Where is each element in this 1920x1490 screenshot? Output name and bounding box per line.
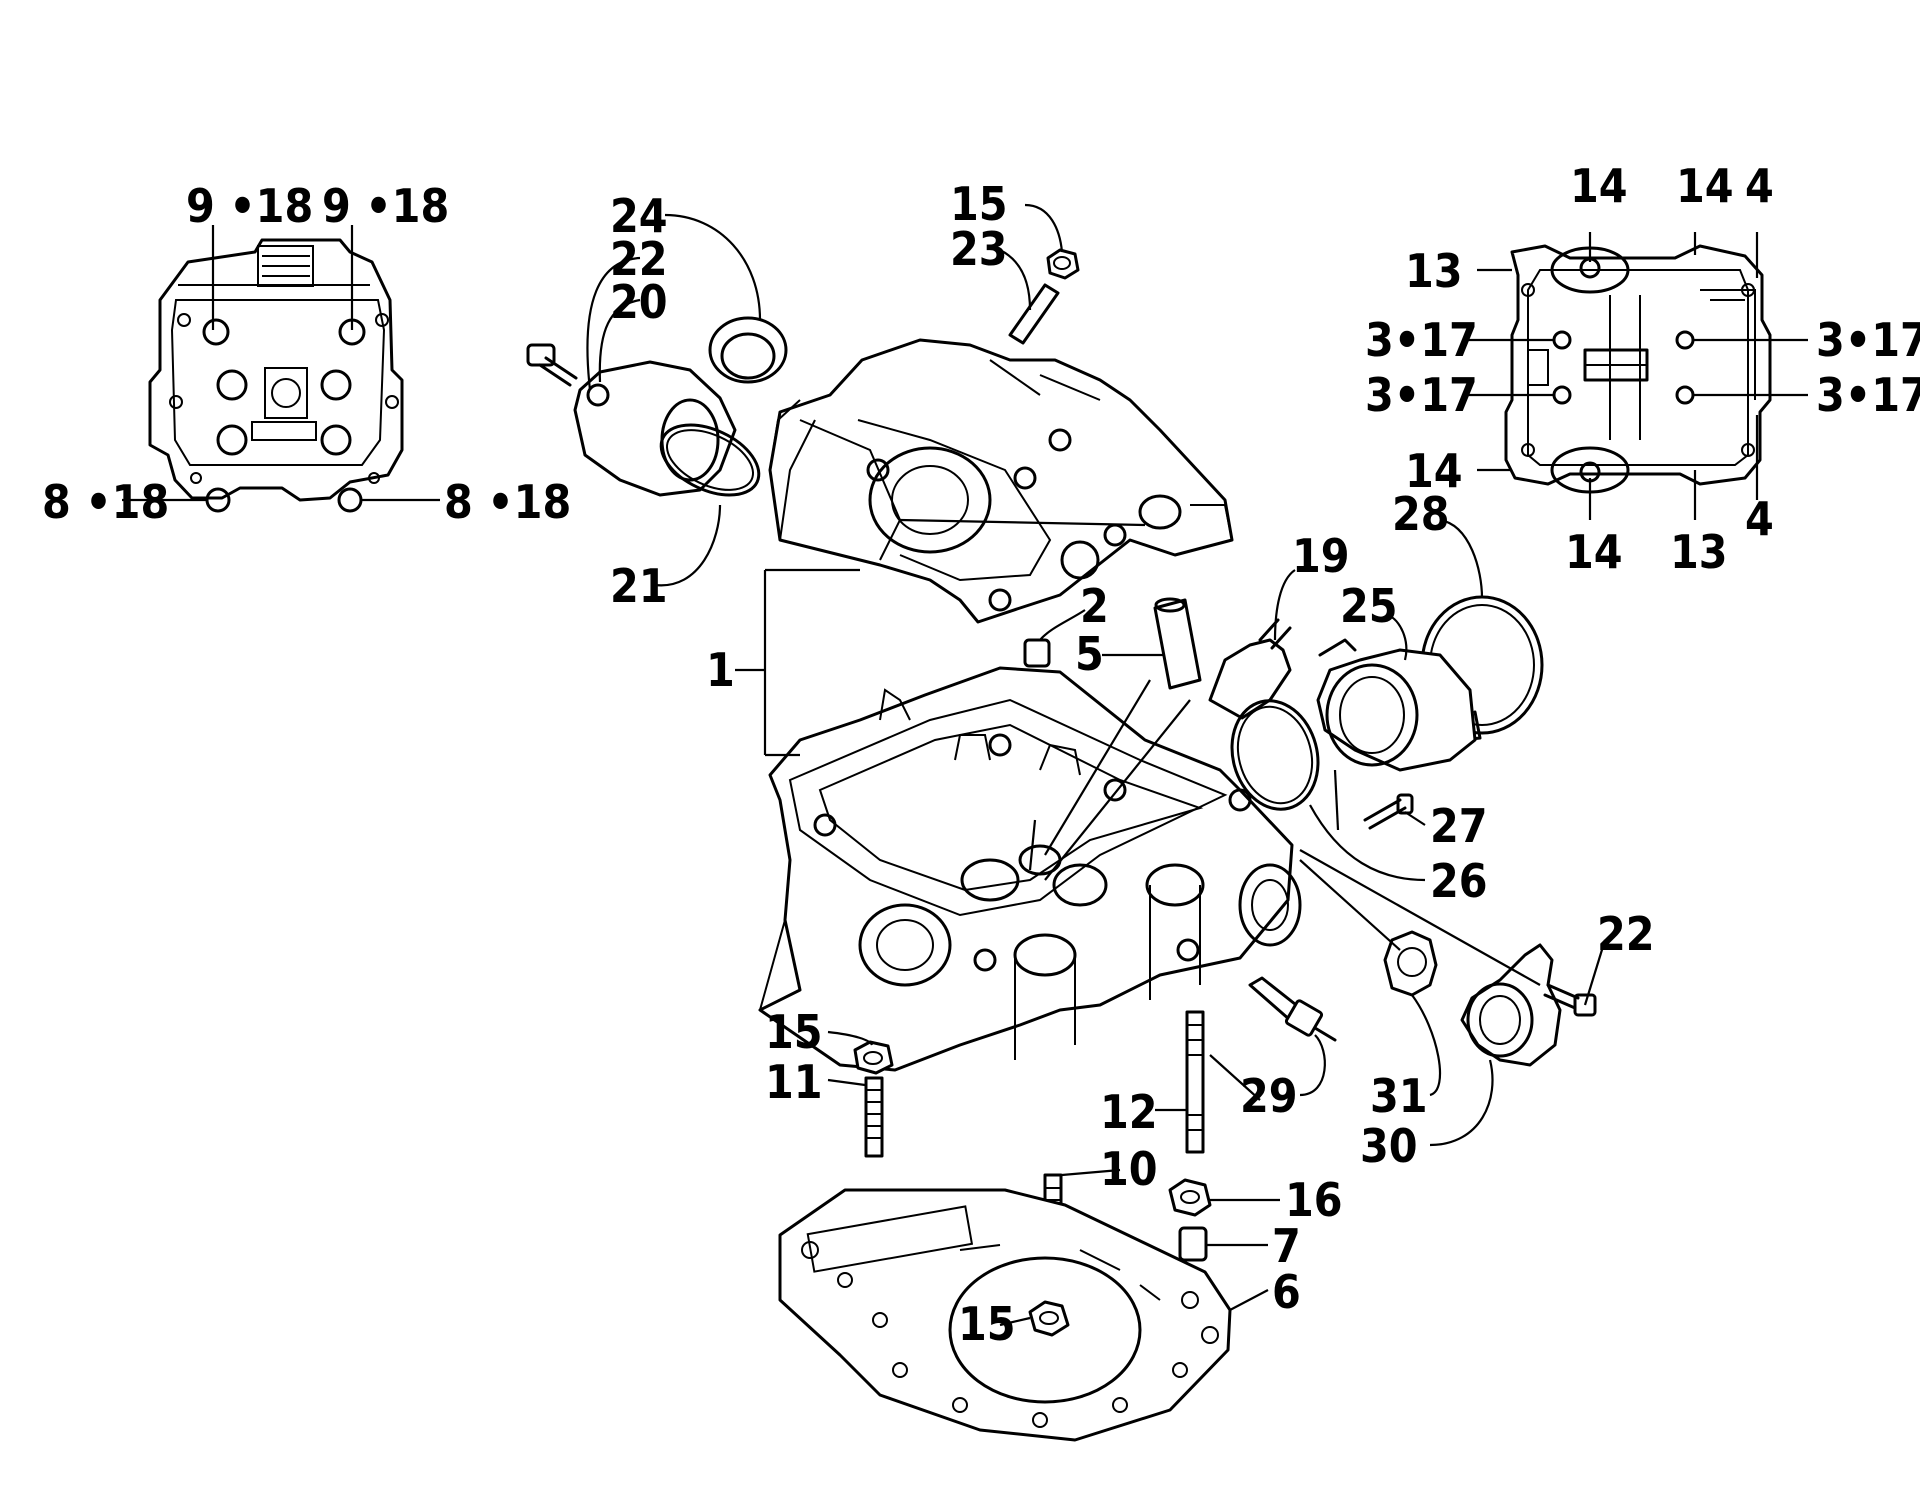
head-top-view-inset — [148, 238, 404, 513]
part-23-stud — [1008, 283, 1060, 345]
part-19-spark-plug — [1208, 618, 1292, 720]
label-4-bottom: 4 — [1745, 492, 1774, 546]
part-26-o-ring — [1230, 699, 1320, 811]
part-25-intake-boot — [1316, 638, 1477, 772]
label-3-17-right-a: 3•17 — [1816, 313, 1920, 367]
part-15-nut-top — [1046, 248, 1080, 280]
part-12-stud — [1185, 1010, 1205, 1154]
cylinder-head — [758, 666, 1302, 1072]
part-15-nut-bottom — [1028, 1300, 1070, 1337]
part-21-o-ring — [659, 423, 761, 497]
label-27: 27 — [1430, 799, 1488, 853]
part-7-dowel — [1178, 1226, 1208, 1262]
label-4-top: 4 — [1745, 159, 1774, 213]
label-19: 19 — [1292, 529, 1350, 583]
label-15-top: 15 — [950, 177, 1008, 231]
label-25: 25 — [1340, 579, 1398, 633]
label-30: 30 — [1360, 1119, 1418, 1173]
label-21: 21 — [610, 559, 668, 613]
part-22-bolt-right — [1543, 983, 1597, 1017]
callout-labels: 9 •18 9 •18 8 •18 8 •18 14 14 4 13 3•17 … — [42, 159, 1920, 1351]
part-29-temp-sensor — [1248, 976, 1337, 1042]
part-16-nut — [1168, 1178, 1212, 1217]
label-3-17-left-b: 3•17 — [1365, 368, 1478, 422]
label-22-top: 22 — [610, 232, 668, 286]
part-24-seal-ring — [708, 316, 788, 384]
part-30-thermostat-housing — [1460, 943, 1562, 1067]
label-9-18-right: 9 •18 — [322, 179, 449, 233]
label-1: 1 — [706, 643, 735, 697]
label-23: 23 — [950, 222, 1008, 276]
label-5: 5 — [1075, 627, 1104, 681]
part-11-stud — [864, 1076, 884, 1158]
part-2-dowel — [1023, 638, 1051, 668]
valve-cover — [768, 338, 1234, 624]
leader-lines — [122, 203, 1808, 1327]
label-20: 20 — [610, 275, 668, 329]
label-31: 31 — [1370, 1069, 1428, 1123]
label-13-top: 13 — [1405, 244, 1463, 298]
label-11: 11 — [765, 1055, 823, 1109]
label-8-18-left: 8 •18 — [42, 475, 169, 529]
label-9-18-left: 9 •18 — [186, 179, 313, 233]
label-15-bottom: 15 — [958, 1297, 1016, 1351]
part-31-thermostat — [1383, 930, 1438, 997]
label-6: 6 — [1272, 1265, 1301, 1319]
label-15-left: 15 — [765, 1005, 823, 1059]
part-27-screw — [1363, 793, 1414, 830]
label-3-17-right-b: 3•17 — [1816, 368, 1920, 422]
label-16: 16 — [1285, 1173, 1343, 1227]
label-14-bottom: 14 — [1565, 525, 1623, 579]
label-12: 12 — [1100, 1085, 1158, 1139]
label-7: 7 — [1272, 1219, 1301, 1273]
label-26: 26 — [1430, 854, 1488, 908]
label-14-top-b: 14 — [1676, 159, 1734, 213]
part-5-guide — [1153, 597, 1202, 690]
label-29: 29 — [1240, 1069, 1298, 1123]
part-6-head-gasket — [778, 1188, 1232, 1442]
label-14-top-a: 14 — [1570, 159, 1628, 213]
part-22-bolt — [526, 343, 578, 387]
label-22-right: 22 — [1597, 907, 1655, 961]
part-15-nut-left — [853, 1040, 894, 1075]
label-28: 28 — [1392, 487, 1450, 541]
label-13-bottom: 13 — [1670, 525, 1728, 579]
label-2: 2 — [1080, 579, 1109, 633]
label-14-left: 14 — [1405, 444, 1463, 498]
label-8-18-right: 8 •18 — [444, 475, 571, 529]
valve-cover-underside-inset — [1504, 244, 1772, 494]
label-3-17-left-a: 3•17 — [1365, 313, 1478, 367]
label-10: 10 — [1100, 1142, 1158, 1196]
label-24: 24 — [610, 189, 668, 243]
